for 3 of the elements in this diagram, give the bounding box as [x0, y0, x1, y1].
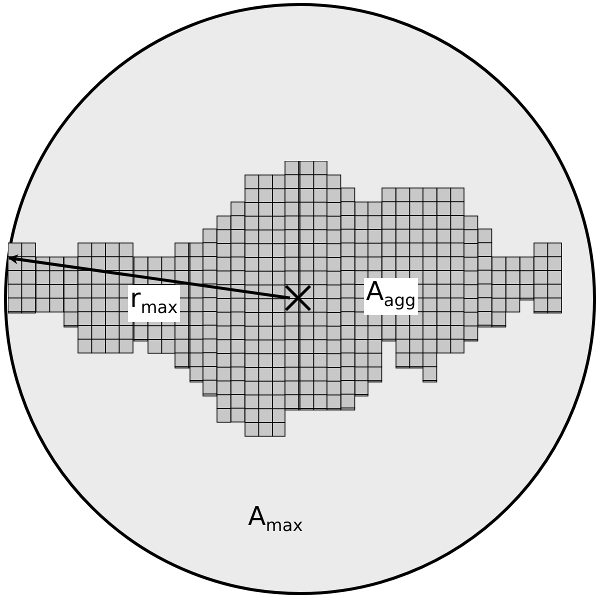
area-label: A$_{max}$	[247, 503, 304, 538]
area-label: A$_{agg}$	[364, 278, 418, 316]
radius-label: r$_{max}$	[128, 285, 180, 322]
